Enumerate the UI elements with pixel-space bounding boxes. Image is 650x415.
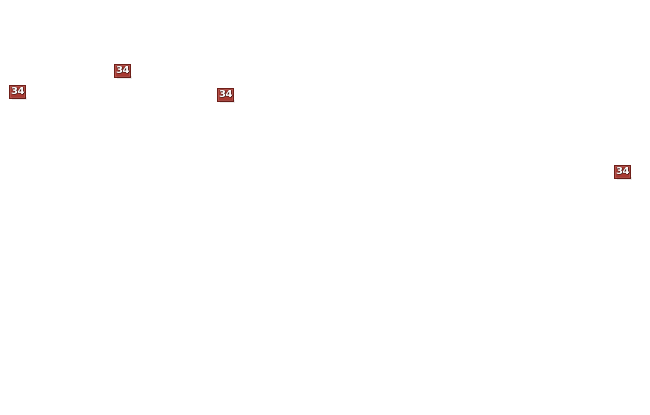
marker-label: 34 — [219, 89, 232, 100]
marker-label: 34 — [11, 86, 24, 97]
marker-badge[interactable]: 34 — [9, 85, 27, 100]
marker-badge[interactable]: 34 — [614, 165, 632, 180]
marker-badge[interactable]: 34 — [217, 88, 235, 103]
marker-label: 34 — [616, 166, 629, 177]
marker-badge[interactable]: 34 — [114, 64, 132, 79]
marker-label: 34 — [116, 65, 129, 76]
